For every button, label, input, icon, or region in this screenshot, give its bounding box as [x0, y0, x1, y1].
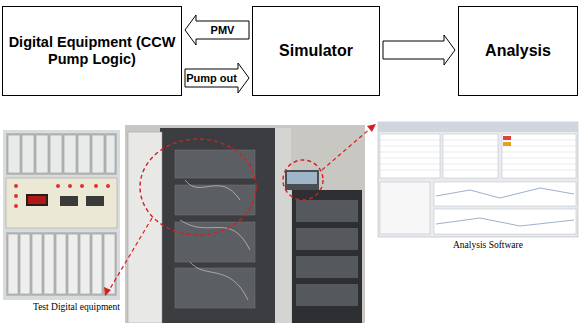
- process-box: Analysis: [458, 6, 578, 96]
- hollow-arrow: [383, 35, 455, 65]
- hollow-arrow: [185, 15, 249, 45]
- process-box: Digital Equipment (CCW Pump Logic): [2, 6, 182, 96]
- hollow-arrow: [185, 63, 249, 93]
- cabinet-photo: [104, 124, 376, 323]
- equipment-photo: [3, 130, 120, 300]
- process-box: Simulator: [252, 6, 380, 96]
- photo-caption: Analysis Software: [452, 240, 524, 250]
- signal-label: PMV: [211, 25, 235, 36]
- box-label: Analysis: [481, 41, 555, 60]
- signal-label: Pump out: [186, 73, 237, 84]
- box-label: Simulator: [275, 41, 357, 60]
- box-label: Digital Equipment (CCW Pump Logic): [3, 34, 181, 69]
- photo-caption: Test Digital equipment: [32, 302, 121, 312]
- software-screenshot: [378, 122, 578, 237]
